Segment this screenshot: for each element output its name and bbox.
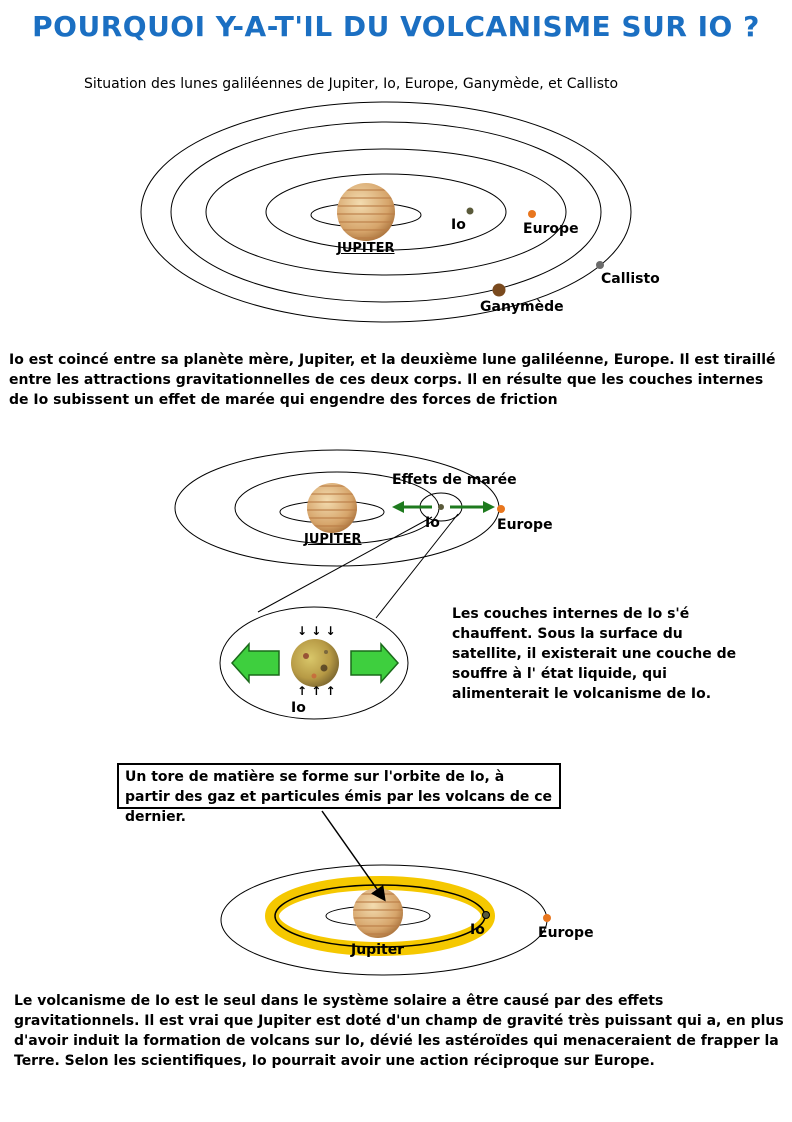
callisto-label: Callisto xyxy=(601,271,660,287)
zoom-io-label: Io xyxy=(291,700,306,716)
europe-label: Europe xyxy=(523,221,579,237)
page-title: POURQUOI Y-A-T'IL DU VOLCANISME SUR IO ? xyxy=(32,10,760,43)
zoom-arrow-left xyxy=(230,642,280,684)
orbit-callisto xyxy=(140,101,632,323)
compression-arrows-bottom: ↑ ↑ ↑ xyxy=(297,684,336,698)
orbit-europe xyxy=(205,148,567,276)
pointer-arrow xyxy=(321,810,386,902)
jupiter-label: JUPITER xyxy=(304,532,362,547)
jupiter-label: JUPITER xyxy=(337,241,395,256)
orbit-ganymede xyxy=(170,121,602,303)
io-label: Io xyxy=(425,515,440,531)
io-label: Io xyxy=(470,922,485,938)
europe-label: Europe xyxy=(497,517,553,533)
diagram3 xyxy=(220,810,551,976)
zoom-ellipse xyxy=(219,606,409,720)
ganymede-moon xyxy=(492,283,506,297)
io-moon xyxy=(482,911,490,919)
tidal-arrow-left xyxy=(392,501,432,513)
diagram1-caption: Situation des lunes galiléennes de Jupit… xyxy=(84,76,619,92)
ganymede-label: Ganymède xyxy=(480,299,564,315)
io-label: Io xyxy=(451,217,466,233)
paragraph-3: Le volcanisme de Io est le seul dans le … xyxy=(14,993,784,1069)
diagram1 xyxy=(140,101,632,323)
paragraph-1: Io est coincé entre sa planète mère, Jup… xyxy=(9,352,776,408)
europe-moon xyxy=(528,210,536,218)
tidal-effects-label: Effets de marée xyxy=(392,472,517,488)
europe-moon xyxy=(543,914,551,922)
tidal-arrow-right xyxy=(450,501,495,513)
zoom-line-left xyxy=(257,516,433,613)
io-zoom-moon xyxy=(291,639,339,687)
callisto-moon xyxy=(596,261,604,269)
orbit-io xyxy=(265,173,507,251)
jupiter-label: Jupiter xyxy=(351,942,405,958)
zoom-arrow-right xyxy=(350,642,400,684)
torus-callout-box: Un tore de matière se forme sur l'orbite… xyxy=(117,763,561,825)
jupiter-planet xyxy=(353,888,403,938)
europe-label: Europe xyxy=(538,925,594,941)
io-moon xyxy=(466,207,474,215)
jupiter-planet xyxy=(337,183,395,241)
europe-moon xyxy=(497,505,505,513)
paragraph-2: Les couches internes de Io s'é chauffent… xyxy=(452,606,737,702)
diagram2 xyxy=(174,449,505,720)
compression-arrows-top: ↓ ↓ ↓ xyxy=(297,624,336,638)
zoom-line-right xyxy=(375,513,459,619)
jupiter-planet xyxy=(307,483,357,533)
io-moon xyxy=(438,504,444,510)
